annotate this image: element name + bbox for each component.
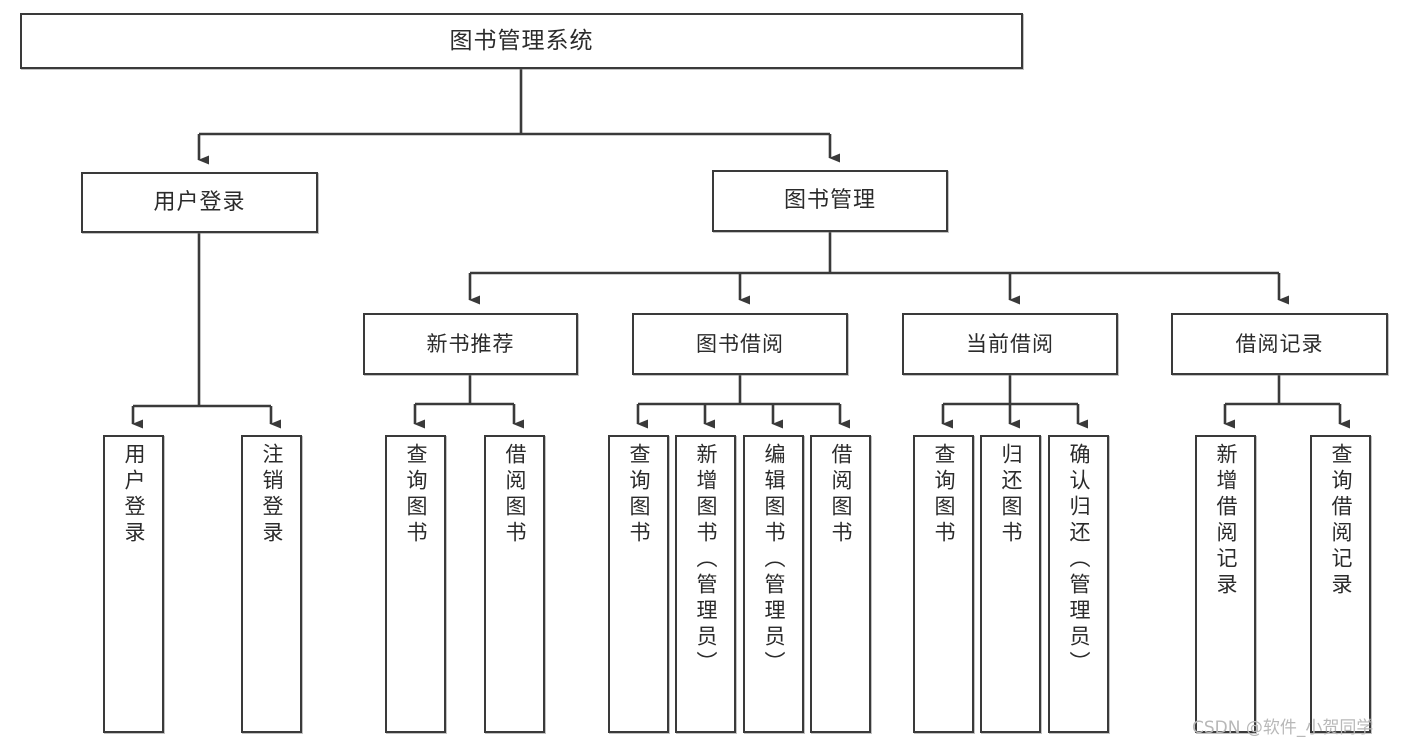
node-label: 查询图书 (932, 443, 956, 547)
leaf-cb-query-book[interactable]: 查询图书 (913, 435, 974, 733)
leaf-bb-query-book[interactable]: 查询图书 (608, 435, 669, 733)
node-label: 查询图书 (404, 443, 428, 547)
node-label: 借阅记录 (1235, 331, 1324, 356)
leaf-bb-borrow-book[interactable]: 借阅图书 (810, 435, 871, 733)
node-new-book-recommend[interactable]: 新书推荐 (363, 313, 578, 375)
node-label: 归还图书 (999, 443, 1023, 547)
node-label: 图书借阅 (696, 331, 784, 356)
leaf-bb-add-book-admin[interactable]: 新增图书（管理员） (675, 435, 736, 733)
node-label: 新书推荐 (426, 331, 515, 356)
leaf-user-login[interactable]: 用户登录 (103, 435, 164, 733)
leaf-logout[interactable]: 注销登录 (241, 435, 302, 733)
leaf-bb-edit-book-admin[interactable]: 编辑图书（管理员） (743, 435, 804, 733)
leaf-br-add-record[interactable]: 新增借阅记录 (1195, 435, 1256, 733)
node-book-management-system[interactable]: 图书管理系统 (20, 13, 1023, 69)
node-user-login[interactable]: 用户登录 (81, 172, 318, 233)
node-label: 编辑图书（管理员） (762, 443, 786, 677)
node-label: 当前借阅 (966, 331, 1054, 356)
node-label: 图书管理系统 (449, 27, 594, 54)
csdn-watermark: CSDN @软件_小贺同学 (1192, 718, 1374, 738)
node-label: 借阅图书 (503, 443, 527, 547)
node-label: 新增借阅记录 (1214, 443, 1238, 599)
leaf-cb-confirm-return-admin[interactable]: 确认归还（管理员） (1048, 435, 1109, 733)
node-label: 注销登录 (260, 443, 284, 547)
node-label: 借阅图书 (829, 443, 853, 547)
node-label: 查询图书 (627, 443, 651, 547)
leaf-nb-borrow-book[interactable]: 借阅图书 (484, 435, 545, 733)
node-label: 用户登录 (153, 189, 246, 215)
node-book-management[interactable]: 图书管理 (712, 170, 948, 232)
node-label: 图书管理 (783, 188, 876, 214)
node-label: 确认归还（管理员） (1067, 443, 1091, 677)
leaf-nb-query-book[interactable]: 查询图书 (385, 435, 446, 733)
node-book-borrow[interactable]: 图书借阅 (632, 313, 848, 375)
node-label: 用户登录 (122, 443, 146, 547)
leaf-br-query-record[interactable]: 查询借阅记录 (1310, 435, 1371, 733)
node-borrow-record[interactable]: 借阅记录 (1171, 313, 1388, 375)
node-current-borrow[interactable]: 当前借阅 (902, 313, 1118, 375)
node-label: 新增图书（管理员） (694, 443, 718, 677)
node-label: 查询借阅记录 (1329, 443, 1353, 599)
leaf-cb-return-book[interactable]: 归还图书 (980, 435, 1041, 733)
